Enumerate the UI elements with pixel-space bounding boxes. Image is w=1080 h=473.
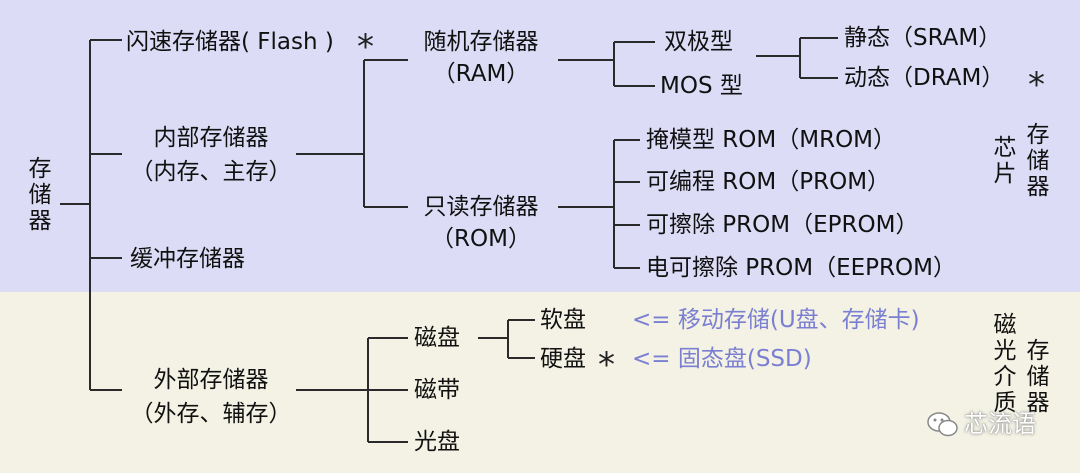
dram-label: 动态（DRAM） bbox=[844, 65, 1005, 91]
buffer-memory-label: 缓冲存储器 bbox=[130, 246, 245, 272]
magnetic-tape-label: 磁带 bbox=[414, 377, 460, 403]
internal-memory-line1: 内部存储器 bbox=[153, 125, 269, 151]
internal-memory-label: 内部存储器 （内存、主存） bbox=[122, 124, 300, 186]
watermark-text: 芯流语 bbox=[964, 410, 1036, 438]
rom-line2: （ROM） bbox=[431, 226, 531, 252]
ssd-note: <= 固态盘(SSD) bbox=[632, 346, 812, 372]
eprom-label: 可擦除 PROM（EPROM） bbox=[646, 212, 919, 238]
external-memory-line2: （外存、辅存） bbox=[130, 401, 292, 427]
chip-storage-band bbox=[0, 0, 1080, 292]
mrom-label: 掩模型 ROM（MROM） bbox=[646, 127, 897, 153]
hard-disk-star-mark: * bbox=[598, 345, 615, 385]
floppy-disk-label: 软盘 bbox=[540, 307, 586, 333]
external-memory-label: 外部存储器 （外存、辅存） bbox=[122, 366, 300, 428]
eeprom-label: 电可擦除 PROM（EEPROM） bbox=[646, 255, 956, 281]
root-label: 存储器 bbox=[28, 156, 52, 234]
media-storage-band bbox=[0, 292, 1080, 473]
internal-memory-line2: （内存、主存） bbox=[130, 159, 292, 185]
ram-line2: （RAM） bbox=[432, 61, 530, 87]
magnetic-disk-label: 磁盘 bbox=[414, 325, 460, 351]
mos-label: MOS 型 bbox=[660, 73, 743, 99]
flash-memory-label: 闪速存储器( Flash ) bbox=[126, 29, 334, 55]
flash-star-mark: * bbox=[357, 27, 374, 67]
mobile-storage-note: <= 移动存储(U盘、存储卡) bbox=[632, 307, 920, 333]
ram-line1: 随机存储器 bbox=[423, 29, 539, 55]
prom-label: 可编程 ROM（PROM） bbox=[646, 169, 891, 195]
sram-label: 静态（SRAM） bbox=[844, 25, 1002, 51]
hard-disk-label: 硬盘 bbox=[540, 346, 586, 372]
optical-disk-label: 光盘 bbox=[414, 429, 460, 455]
rom-line1: 只读存储器 bbox=[423, 194, 539, 220]
chip-storage-col1: 芯片 bbox=[993, 135, 1017, 187]
ram-label: 随机存储器 （RAM） bbox=[400, 28, 562, 88]
media-storage-col1: 磁光介质 bbox=[993, 312, 1017, 416]
bipolar-label: 双极型 bbox=[664, 29, 733, 55]
wechat-icon bbox=[927, 412, 958, 437]
rom-label: 只读存储器 （ROM） bbox=[400, 193, 562, 253]
external-memory-line1: 外部存储器 bbox=[153, 367, 269, 393]
media-storage-col2: 存储器 bbox=[1026, 338, 1050, 416]
dram-star-mark: * bbox=[1028, 65, 1045, 105]
chip-storage-col2: 存储器 bbox=[1026, 122, 1050, 200]
